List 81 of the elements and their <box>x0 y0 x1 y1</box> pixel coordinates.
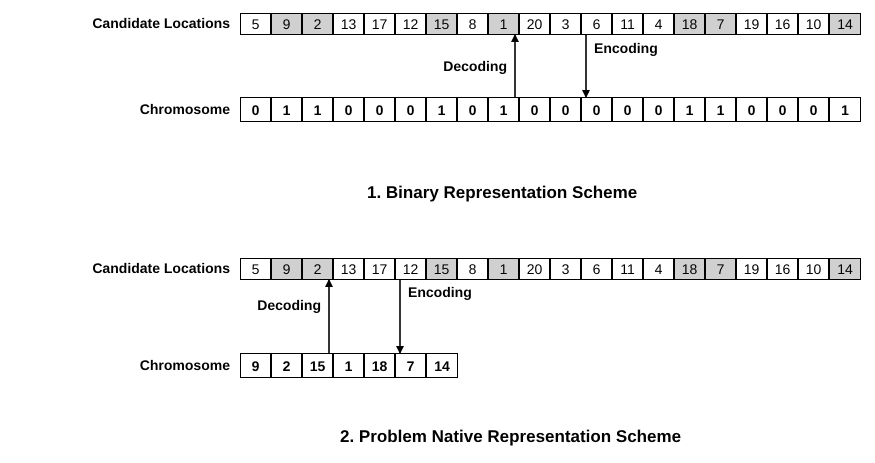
table-cell: 5 <box>240 258 271 280</box>
table-cell: 14 <box>829 258 861 280</box>
table-cell: 0 <box>612 97 643 122</box>
table-cell: 7 <box>705 258 736 280</box>
row-label: Chromosome <box>140 357 230 373</box>
table-cell: 0 <box>550 97 581 122</box>
table-cell: 12 <box>395 13 426 35</box>
table-cell: 12 <box>395 258 426 280</box>
table-cell: 8 <box>457 258 488 280</box>
table-cell: 0 <box>333 97 364 122</box>
table-cell: 0 <box>364 97 395 122</box>
table-cell: 0 <box>457 97 488 122</box>
table-cell: 0 <box>736 97 767 122</box>
table-cell: 15 <box>426 258 457 280</box>
table-cell: 0 <box>643 97 674 122</box>
edge-label: Decoding <box>443 58 507 74</box>
table-cell: 1 <box>426 97 457 122</box>
row-label: Candidate Locations <box>92 15 230 31</box>
table-cell: 1 <box>271 97 302 122</box>
table-cell: 1 <box>488 13 519 35</box>
table-cell: 0 <box>798 97 829 122</box>
table-cell: 0 <box>395 97 426 122</box>
table-cell: 9 <box>240 353 271 378</box>
table-cell: 1 <box>488 97 519 122</box>
table-cell: 19 <box>736 13 767 35</box>
table-cell: 20 <box>519 13 550 35</box>
table-cell: 10 <box>798 258 829 280</box>
table-cell: 5 <box>240 13 271 35</box>
table-cell: 11 <box>612 13 643 35</box>
table-cell: 1 <box>829 97 861 122</box>
table-cell: 4 <box>643 258 674 280</box>
scheme-title: 1. Binary Representation Scheme <box>367 183 638 203</box>
table-cell: 17 <box>364 258 395 280</box>
table-cell: 9 <box>271 13 302 35</box>
table-cell: 13 <box>333 13 364 35</box>
table-cell: 19 <box>736 258 767 280</box>
table-cell: 1 <box>488 258 519 280</box>
table-cell: 16 <box>767 13 798 35</box>
table-cell: 0 <box>519 97 550 122</box>
table-cell: 2 <box>271 353 302 378</box>
arrow <box>511 34 519 97</box>
table-cell: 2 <box>302 258 333 280</box>
table-cell: 6 <box>581 258 612 280</box>
table-cell: 3 <box>550 258 581 280</box>
table-cell: 8 <box>457 13 488 35</box>
table-cell: 14 <box>426 353 458 378</box>
arrow <box>582 35 590 98</box>
table-cell: 7 <box>395 353 426 378</box>
table-cell: 1 <box>674 97 705 122</box>
arrow <box>325 279 333 353</box>
table-cell: 10 <box>798 13 829 35</box>
table-cell: 14 <box>829 13 861 35</box>
table-cell: 0 <box>767 97 798 122</box>
table-cell: 1 <box>333 353 364 378</box>
table-cell: 2 <box>302 13 333 35</box>
table-cell: 11 <box>612 258 643 280</box>
edge-label: Decoding <box>257 297 321 313</box>
row-label: Chromosome <box>140 101 230 117</box>
table-cell: 18 <box>364 353 395 378</box>
table-cell: 18 <box>674 13 705 35</box>
table-cell: 15 <box>426 13 457 35</box>
table-cell: 6 <box>581 13 612 35</box>
table-cell: 7 <box>705 13 736 35</box>
arrow <box>396 280 404 354</box>
scheme-title: 2. Problem Native Representation Scheme <box>340 427 682 447</box>
table-cell: 20 <box>519 258 550 280</box>
table-cell: 9 <box>271 258 302 280</box>
table-cell: 17 <box>364 13 395 35</box>
table-cell: 18 <box>674 258 705 280</box>
table-cell: 13 <box>333 258 364 280</box>
edge-label: Encoding <box>408 284 472 300</box>
row-label: Candidate Locations <box>92 260 230 276</box>
edge-label: Encoding <box>594 40 658 56</box>
table-cell: 16 <box>767 258 798 280</box>
table-cell: 0 <box>581 97 612 122</box>
table-cell: 1 <box>302 97 333 122</box>
table-cell: 15 <box>302 353 333 378</box>
table-cell: 0 <box>240 97 271 122</box>
table-cell: 1 <box>705 97 736 122</box>
table-cell: 4 <box>643 13 674 35</box>
table-cell: 3 <box>550 13 581 35</box>
